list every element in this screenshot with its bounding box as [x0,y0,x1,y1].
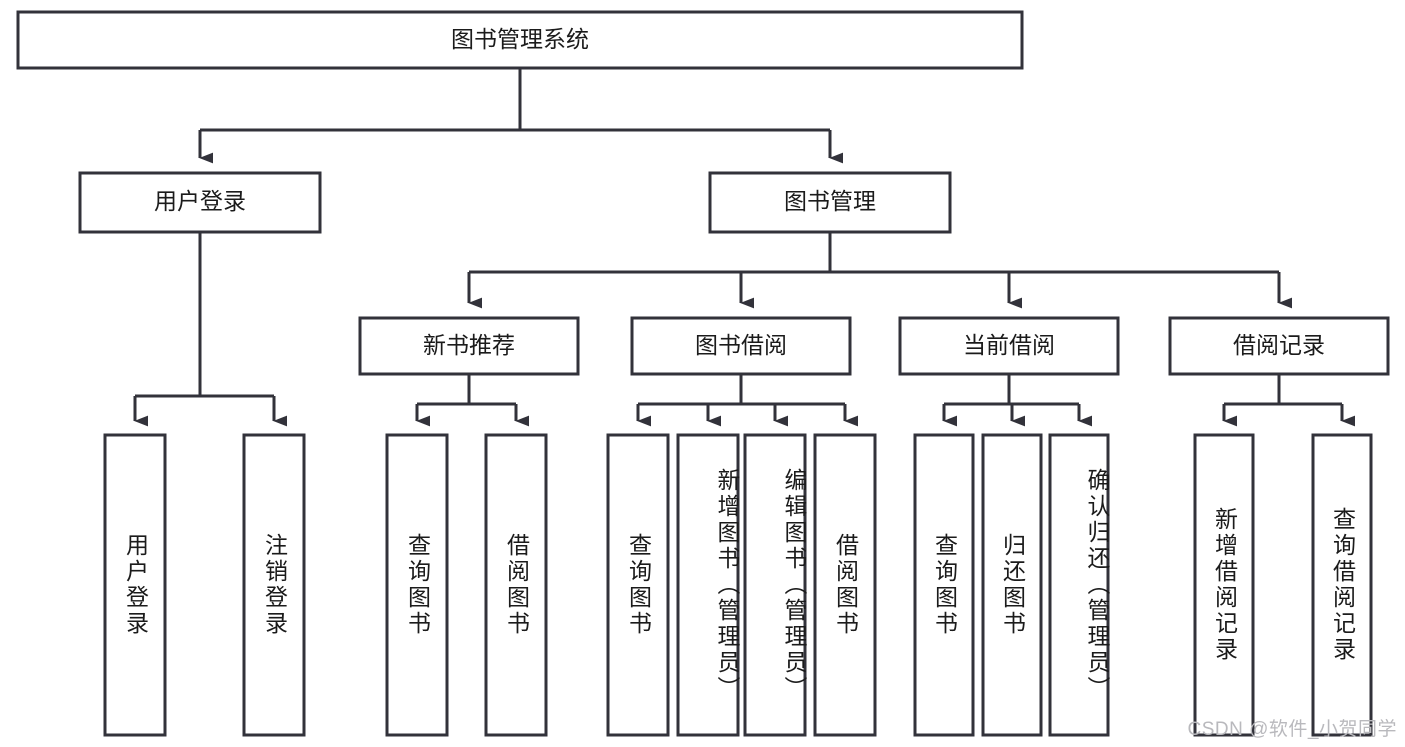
node-book-borrow-box[interactable] [630,316,852,376]
node-current-borrow[interactable]: 当前借阅 [898,316,1120,376]
leaf-borrow-book-2-box[interactable] [813,433,877,737]
leaf-query-book-1-box[interactable] [385,433,449,737]
leaf-add-record-box[interactable] [1193,433,1255,737]
node-book-manage-box[interactable] [708,171,952,234]
node-new-book-rec[interactable]: 新书推荐 [358,316,580,376]
node-borrow-record[interactable]: 借阅记录 [1168,316,1390,376]
node-current-borrow-label: 当前借阅 [963,332,1055,358]
node-user-login-box[interactable] [78,171,322,234]
node-new-book-rec-label: 新书推荐 [423,332,515,358]
leaf-query-book-2-box[interactable] [606,433,670,737]
node-root[interactable]: 图书管理系统 [16,10,1024,70]
csdn-watermark: CSDN @软件_小贺同学 [1187,719,1397,740]
node-user-login-label: 用户登录 [154,188,246,214]
leaf-confirm-return-box[interactable] [1048,433,1110,737]
node-borrow-record-box[interactable] [1168,316,1390,376]
leaf-query-book-3-box[interactable] [913,433,975,737]
node-book-manage[interactable]: 图书管理 [708,171,952,234]
node-user-login[interactable]: 用户登录 [78,171,322,234]
node-borrow-record-label: 借阅记录 [1233,332,1325,358]
leaf-edit-book-box[interactable] [743,433,807,737]
node-root-box[interactable] [16,10,1024,70]
node-new-book-rec-box[interactable] [358,316,580,376]
connector-layer [133,68,1356,427]
leaf-add-book-box[interactable] [676,433,740,737]
node-current-borrow-box[interactable] [898,316,1120,376]
leaf-user-login-box[interactable] [103,433,167,737]
leaf-box-layer [103,433,1373,737]
leaf-user-logout-box[interactable] [242,433,306,737]
node-book-manage-label: 图书管理 [784,188,876,214]
node-root-label: 图书管理系统 [451,26,589,52]
leaf-query-record-box[interactable] [1311,433,1373,737]
node-book-borrow-label: 图书借阅 [695,332,787,358]
node-book-borrow[interactable]: 图书借阅 [630,316,852,376]
leaf-return-book-box[interactable] [981,433,1043,737]
leaf-borrow-book-1-box[interactable] [484,433,548,737]
